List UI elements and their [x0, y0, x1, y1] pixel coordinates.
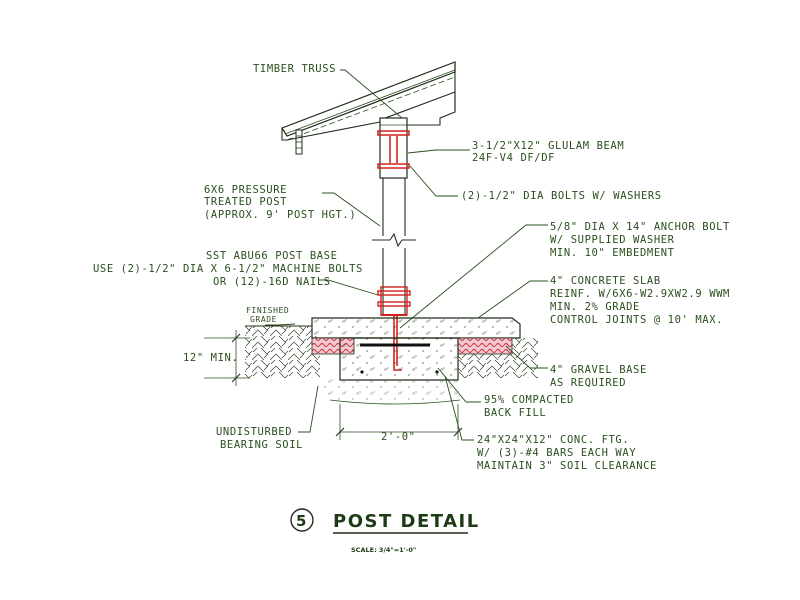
glulam-beam: [379, 117, 408, 179]
detail-number-circle: [290, 508, 314, 532]
label-backfill-2: BACK FILL: [484, 407, 546, 419]
leaders: [265, 69, 548, 441]
label-footing-2: W/ (3)-#4 BARS EACH WAY: [477, 447, 636, 459]
soil-right: [458, 338, 538, 378]
depth-dimension: [204, 330, 250, 386]
label-glulam-size: 3-1/2"X12" GLULAM BEAM: [472, 140, 624, 152]
detail-number: 5: [296, 512, 308, 530]
annotations: TIMBER TRUSS 3-1/2"X12" GLULAM BEAM 24F-…: [93, 63, 730, 472]
label-grade-2: GRADE: [250, 315, 277, 324]
label-timber-truss: TIMBER TRUSS: [253, 63, 336, 75]
label-soil-2: BEARING SOIL: [220, 439, 303, 451]
label-slab-1: 4" CONCRETE SLAB: [550, 275, 661, 287]
label-glulam-grade: 24F-V4 DF/DF: [472, 152, 555, 164]
detail-scale: SCALE: 3/4"=1'-0": [351, 546, 416, 554]
detail-title: POST DETAIL: [333, 511, 480, 532]
backfill: [320, 378, 461, 405]
label-footing-dimension: 2'-0": [381, 431, 416, 443]
beam-bolts: [377, 130, 410, 169]
label-anchor-3: MIN. 10" EMBEDMENT: [550, 247, 675, 259]
label-footing-1: 24"X24"X12" CONC. FTG.: [477, 434, 629, 446]
label-post-1: 6X6 PRESSURE: [204, 184, 287, 196]
label-post-3: (APPROX. 9' POST HGT.): [204, 209, 356, 221]
label-depth: 12" MIN.: [183, 352, 238, 364]
label-slab-3: MIN. 2% GRADE: [550, 301, 640, 313]
treated-post: [372, 178, 416, 314]
label-anchor-2: W/ SUPPLIED WASHER: [550, 234, 675, 246]
concrete-slab: [311, 317, 521, 339]
label-base-3: OR (12)-16D NAILS: [213, 276, 331, 288]
label-gravel-1: 4" GRAVEL BASE: [550, 364, 647, 376]
label-anchor-1: 5/8" DIA X 14" ANCHOR BOLT: [550, 221, 730, 233]
timber-truss: [281, 61, 456, 155]
label-slab-2: REINF. W/6X6-W2.9XW2.9 WWM: [550, 288, 730, 300]
label-soil-1: UNDISTURBED: [216, 426, 292, 438]
label-footing-3: MAINTAIN 3" SOIL CLEARANCE: [477, 460, 657, 472]
label-slab-4: CONTROL JOINTS @ 10' MAX.: [550, 314, 723, 326]
label-post-2: TREATED POST: [204, 196, 287, 208]
soil-left: [245, 325, 320, 378]
label-base-2: USE (2)-1/2" DIA X 6-1/2" MACHINE BOLTS: [93, 263, 363, 275]
footing-dimension: [335, 404, 463, 440]
concrete-footing: [339, 337, 459, 381]
label-base-1: SST ABU66 POST BASE: [206, 250, 338, 262]
label-grade-1: FINISHED: [246, 306, 289, 315]
label-beam-bolts: (2)-1/2" DIA BOLTS W/ WASHERS: [461, 190, 662, 202]
title-block: 5 POST DETAIL SCALE: 3/4"=1'-0": [290, 508, 480, 554]
label-gravel-2: AS REQUIRED: [550, 377, 626, 389]
label-backfill-1: 95% COMPACTED: [484, 394, 574, 406]
